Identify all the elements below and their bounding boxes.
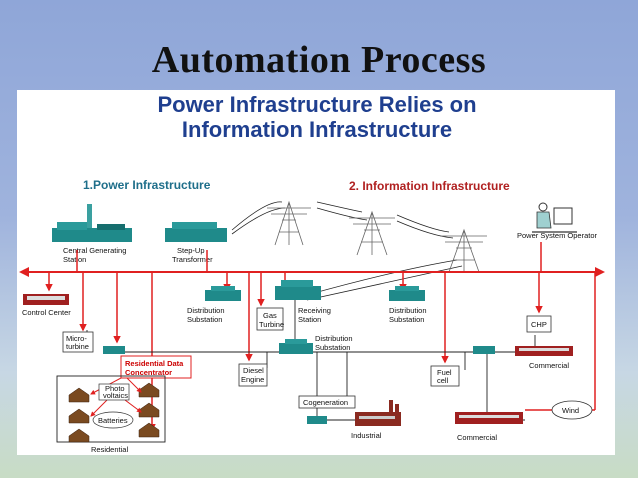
commercial-substation-icon: [473, 346, 495, 354]
label-step-up: Step-Up: [177, 246, 205, 255]
label-voltaics: voltaics: [103, 391, 128, 400]
label-cell: cell: [437, 376, 449, 385]
batteries-ellipse: [92, 411, 134, 429]
commercial-building-right-icon: [515, 346, 573, 356]
label-receiving: Receiving: [298, 306, 331, 315]
label-engine: Engine: [241, 375, 264, 384]
cogeneration-box: [298, 395, 356, 409]
fuel-cell-box: [430, 365, 460, 387]
label-distribution-left-2: Substation: [187, 315, 222, 324]
chp-box: [526, 315, 552, 333]
residential-substation-icon: [103, 346, 125, 354]
label-receiving-station: Station: [298, 315, 321, 324]
transmission-lines: [231, 201, 463, 301]
microturbine-box: [62, 331, 94, 353]
label-power-system-operator: Power System Operator: [517, 231, 598, 240]
industrial-substation-icon: [307, 416, 327, 424]
wind-ellipse: [551, 400, 593, 420]
label-fuel: Fuel: [437, 368, 452, 377]
step-up-transformer-icon: [165, 222, 227, 242]
label-commercial-right: Commercial: [529, 361, 569, 370]
label-distribution-center-1: Distribution: [315, 334, 353, 343]
transmission-tower-3: [441, 228, 487, 273]
heading-line-2: Information Infrastructure: [182, 117, 452, 142]
label-distribution-right-1: Distribution: [389, 306, 427, 315]
label-distribution-left-1: Distribution: [187, 306, 225, 315]
transmission-tower-2: [349, 210, 395, 256]
label-central-generating: Central Generating: [63, 246, 126, 255]
label-residential: Residential: [91, 445, 128, 454]
heading-line-1: Power Infrastructure Relies on: [157, 92, 476, 117]
central-generating-station-icon: [52, 204, 132, 242]
label-photo: Photo: [105, 384, 125, 393]
label-wind: Wind: [562, 406, 579, 415]
label-concentrator: Concentrator: [125, 368, 172, 377]
label-station: Station: [63, 255, 86, 264]
label-batteries: Batteries: [98, 416, 128, 425]
label-chp: CHP: [531, 320, 547, 329]
label-commercial-bottom: Commercial: [457, 433, 497, 442]
label-distribution-right-2: Substation: [389, 315, 424, 324]
label-gas: Gas: [263, 311, 277, 320]
label-transformer: Transformer: [172, 255, 213, 264]
industrial-factory-icon: [355, 400, 401, 426]
receiving-station-icon: [275, 280, 321, 300]
label-cogeneration: Cogeneration: [303, 398, 348, 407]
label-diesel: Diesel: [243, 366, 264, 375]
photovoltaics-box: [98, 383, 130, 401]
label-distribution-center-2: Substation: [315, 343, 350, 352]
residential-area-frame: [56, 375, 166, 443]
commercial-building-bottom-icon: [455, 412, 523, 424]
infrastructure-diagram: Power Infrastructure Relies on Informati…: [19, 92, 605, 454]
slide-title: Automation Process: [151, 39, 487, 81]
label-turbine-small: turbine: [66, 342, 89, 351]
power-system-operator-icon: [532, 202, 577, 233]
distribution-substation-left-icon: [205, 286, 241, 301]
label-micro: Micro-: [66, 334, 87, 343]
label-industrial: Industrial: [351, 431, 382, 440]
distribution-substation-center-icon: [279, 339, 313, 354]
control-center-icon: [23, 294, 69, 305]
transmission-tower-1: [267, 200, 311, 246]
house-icons: [68, 382, 160, 443]
label-residential-data: Residential Data: [125, 359, 184, 368]
distribution-substation-right-icon: [389, 286, 425, 301]
label-control-center: Control Center: [22, 308, 71, 317]
diesel-engine-box: [238, 363, 268, 387]
label-turbine: Turbine: [259, 320, 284, 329]
residential-data-concentrator-box: [120, 355, 192, 379]
section-information-infrastructure: 2. Information Infrastructure: [349, 179, 510, 193]
section-power-infrastructure: 1.Power Infrastructure: [83, 178, 211, 192]
gas-turbine-box: [256, 307, 284, 331]
diagram-panel: Power Infrastructure Relies on Informati…: [17, 90, 615, 455]
